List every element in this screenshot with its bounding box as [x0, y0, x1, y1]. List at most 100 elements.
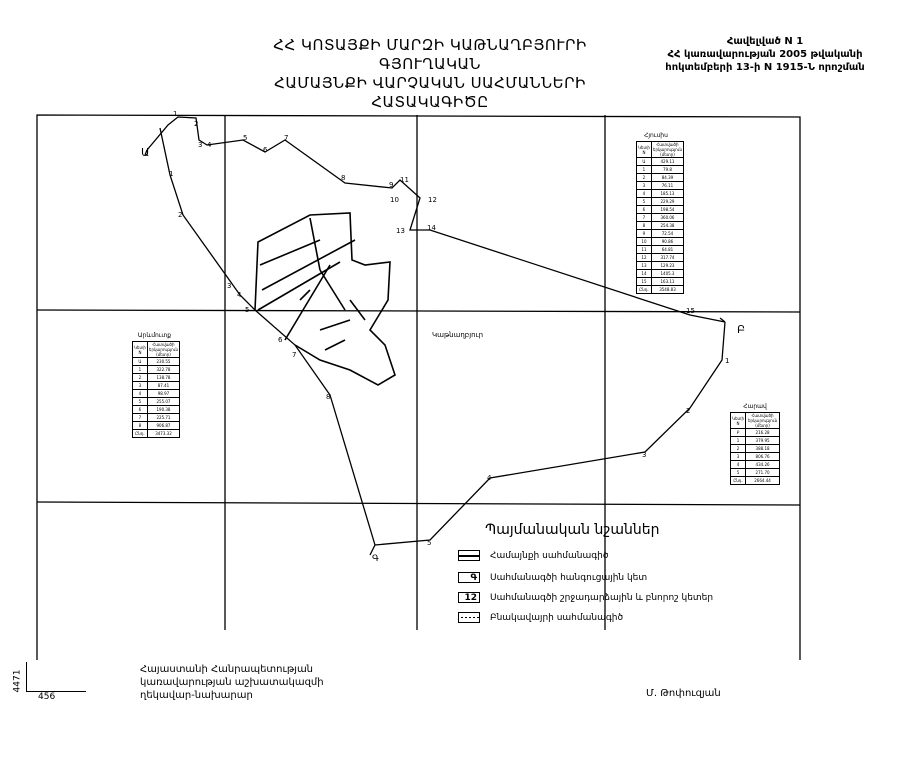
- point-id: 8: [636, 221, 652, 230]
- point-label: 9: [389, 181, 394, 189]
- segment-length: 806.76: [745, 452, 780, 461]
- segment-length: 225.71: [146, 413, 181, 422]
- legend-item: 12 Սահմանագծի շրջադարձային և բնորոշ կետե…: [458, 592, 713, 603]
- legend-label: Համայնքի սահմանագիծ: [490, 550, 609, 561]
- settlement-area: [254, 212, 396, 386]
- point-id: 5: [132, 397, 148, 406]
- map-grid: [36, 114, 801, 660]
- point-id: Ընդ.: [636, 285, 652, 294]
- point-label: 4: [207, 141, 212, 149]
- segment-length: 84.39: [650, 173, 685, 182]
- point-id: 5: [729, 468, 747, 477]
- segment-length: 1405.3: [650, 269, 685, 278]
- segment-length: 434.26: [745, 460, 780, 469]
- point-label: 7: [284, 134, 289, 142]
- signature-line: կառավարության աշխատակազմի: [140, 677, 324, 688]
- map-title: ՀՀ ԿՈՏԱՅՔԻ ՄԱՐԶԻ ԿԱԹՆԱՂԲՅՈՒՐԻ ԳՅՈՒՂԱԿԱՆ …: [230, 36, 630, 112]
- segment-length: 163.11: [650, 277, 685, 286]
- point-id: 4: [729, 460, 747, 469]
- legend-label: Սահմանագծի շրջադարձային և բնորոշ կետեր: [490, 592, 714, 603]
- west-table-caption: Արևմուտք: [137, 332, 172, 339]
- legend-label: Սահմանագծի հանգուցային կետ: [490, 572, 648, 583]
- legend-item: Համայնքի սահմանագիծ: [458, 550, 608, 561]
- segment-length: 190.38: [146, 405, 181, 414]
- community-boundary: [144, 116, 726, 556]
- legend-title: Պայմանական նշաններ: [485, 522, 660, 538]
- segment-length: 185.13: [650, 189, 685, 198]
- point-label: 2: [686, 407, 691, 415]
- segment-length: 138.78: [146, 373, 181, 382]
- segment-length: 2664.44: [745, 476, 780, 485]
- point-id: 1: [729, 436, 747, 445]
- point-label: 1: [725, 357, 730, 365]
- point-id: 4: [636, 189, 652, 198]
- table-row: Ընդ.2664.44: [729, 476, 780, 485]
- point-id: Ընդ.: [729, 476, 747, 485]
- point-label: 15: [686, 307, 695, 315]
- segment-length: 388.18: [745, 444, 780, 453]
- node-b-label: Բ: [737, 323, 746, 336]
- point-label: 5: [427, 539, 432, 547]
- point-id: 3: [636, 181, 652, 190]
- coordinate-x: 456: [38, 692, 56, 702]
- boundary-symbol-icon: [458, 550, 480, 561]
- signature-block: Հայաստանի Հանրապետության կառավարության ա…: [140, 663, 324, 702]
- point-label: 3: [227, 282, 232, 290]
- point-label: 7: [292, 351, 297, 359]
- segment-length: 98.97: [146, 389, 181, 398]
- point-id: 4: [132, 389, 148, 398]
- segment-length: 3473.32: [146, 429, 181, 438]
- segment-length: 72.54: [650, 229, 685, 238]
- point-label: 3: [198, 141, 203, 149]
- legend-item: Գ Սահմանագծի հանգուցային կետ: [458, 572, 647, 583]
- point-id: 6: [636, 205, 652, 214]
- column-header: Կետի N: [636, 141, 652, 158]
- point-id: 5: [636, 197, 652, 206]
- point-id: 15: [636, 277, 652, 286]
- column-header: Կետի N: [132, 341, 148, 358]
- point-id: 14: [636, 269, 652, 278]
- column-header: Հատվածի երկարություն (մետր): [146, 341, 181, 358]
- point-id: 3: [132, 381, 148, 390]
- turn-point-icon: 12: [458, 592, 480, 603]
- point-label: 4: [487, 474, 492, 482]
- point-id: Բ: [729, 428, 747, 437]
- segment-length: 129.23: [650, 261, 685, 270]
- point-id: 1: [636, 165, 652, 174]
- title-line: ՀԱՏԱԿԱԳԻԾԸ: [371, 93, 489, 111]
- legend-label: Բնակավայրի սահմանագիծ: [490, 612, 624, 623]
- point-id: Ա: [132, 357, 148, 366]
- point-id: 13: [636, 261, 652, 270]
- segment-length: 216.28: [745, 428, 780, 437]
- point-label: 8: [326, 393, 331, 401]
- point-label: 12: [428, 196, 437, 204]
- point-id: 2: [729, 444, 747, 453]
- point-id: Ա: [636, 157, 652, 166]
- segment-length: 79.8: [650, 165, 685, 174]
- segment-length: 906.87: [146, 421, 181, 430]
- segment-length: 429.11: [650, 157, 685, 166]
- node-a-label: Ա: [141, 146, 150, 159]
- point-id: Ընդ.: [132, 429, 148, 438]
